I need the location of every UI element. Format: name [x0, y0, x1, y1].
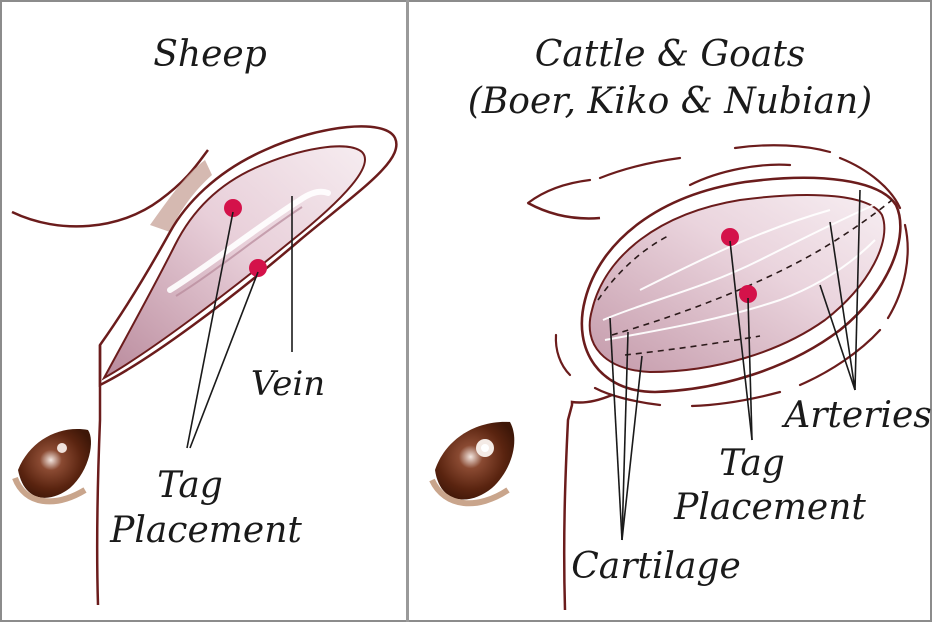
- cattle-arteries-label: Arteries: [781, 395, 931, 436]
- sheep-eye-icon: [15, 429, 91, 501]
- sheep-panel: Sheep Vein Tag Placement: [12, 34, 396, 605]
- cattle-title-line2: (Boer, Kiko & Nubian): [468, 81, 872, 122]
- sheep-neck-line: [97, 345, 100, 605]
- sheep-tag-label-line2: Placement: [109, 510, 302, 551]
- cattle-tag-label-line2: Placement: [673, 487, 866, 528]
- cattle-cartilage-label: Cartilage: [571, 546, 741, 587]
- sheep-tag-label-line1: Tag: [157, 465, 223, 506]
- cattle-goats-panel: Cattle & Goats (Boer, Kiko & Nubian) Art…: [432, 34, 932, 610]
- sheep-inner-ear: [104, 146, 365, 378]
- cattle-title-line1: Cattle & Goats: [535, 34, 806, 75]
- cattle-head-outline: [528, 203, 600, 218]
- sheep-tag-dot-lower: [249, 259, 267, 277]
- sheep-title: Sheep: [153, 34, 267, 75]
- cattle-eye-icon: [432, 422, 514, 503]
- sheep-vein-label: Vein: [251, 364, 325, 404]
- cattle-tag-label-line1: Tag: [719, 443, 785, 484]
